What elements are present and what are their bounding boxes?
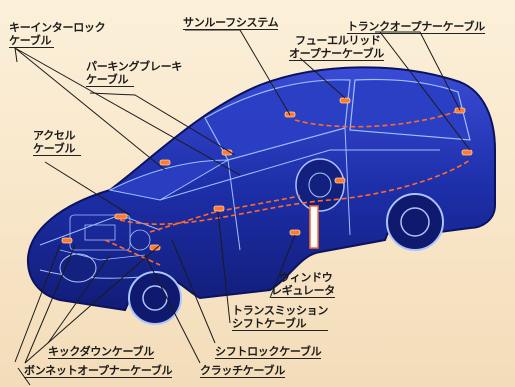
engine-bay bbox=[59, 214, 151, 261]
label-bonnet-opener-cable: ボンネットオープナーケーブル bbox=[24, 364, 173, 378]
label-parking-brake-cable: パーキングブレーキ ケーブル bbox=[86, 60, 182, 87]
label-shift-lock-cable: シフトロックケーブル bbox=[215, 345, 322, 359]
label-trunk-opener-cable: トランクオープナーケーブル bbox=[347, 20, 485, 34]
label-sunroof-system: サンルーフシステム bbox=[183, 16, 279, 30]
cable-markers bbox=[61, 97, 473, 251]
label-key-interlock-cable: キーインターロック ケーブル bbox=[9, 21, 106, 48]
cable-routes bbox=[104, 111, 471, 266]
label-fuel-lid-opener-cable: フューエルリッド オープナーケーブル bbox=[289, 34, 384, 61]
wheels bbox=[59, 158, 444, 325]
car-body bbox=[26, 66, 496, 312]
label-transmission-shift-cable: トランスミッション シフトケーブル bbox=[232, 304, 329, 331]
label-window-regulator: ウィンドウ レギュレータ bbox=[271, 271, 335, 298]
window-regulator-highlight bbox=[309, 205, 319, 249]
leader-lines bbox=[14, 29, 471, 386]
label-accel-cable: アクセル ケーブル bbox=[33, 129, 81, 156]
label-clutch-cable: クラッチケーブル bbox=[200, 364, 285, 378]
label-kickdown-cable: キックダウンケーブル bbox=[48, 345, 154, 359]
